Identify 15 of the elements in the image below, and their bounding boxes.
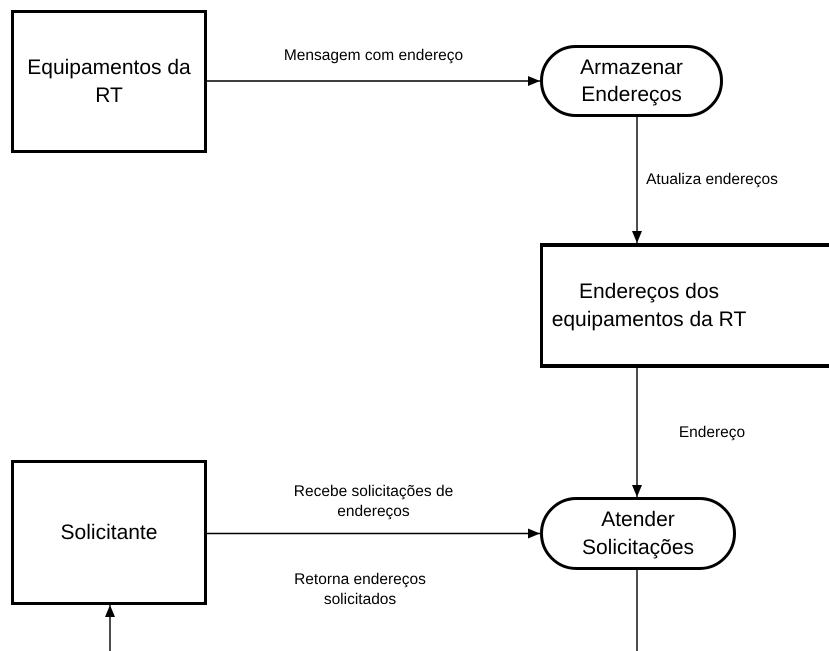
- edge-label: Atualiza endereços: [646, 170, 778, 190]
- node-label: Atender Solicitações: [580, 507, 696, 560]
- arrow: [632, 117, 642, 243]
- external-entity-box: [11, 460, 207, 605]
- external-entity-box: [11, 10, 207, 153]
- arrow: [105, 605, 115, 651]
- arrow: [207, 76, 540, 86]
- edge-label: Mensagem com endereço: [284, 46, 464, 66]
- arrow: [207, 528, 540, 538]
- node-label: Endereços dos equipamentos da RT: [550, 279, 748, 332]
- arrow: [632, 368, 642, 497]
- node-label: Equipamentos da RT: [26, 55, 192, 108]
- data-store: [540, 243, 829, 368]
- node-label: Armazenar Endereços: [579, 54, 684, 108]
- node-label: Solicitante: [60, 520, 158, 546]
